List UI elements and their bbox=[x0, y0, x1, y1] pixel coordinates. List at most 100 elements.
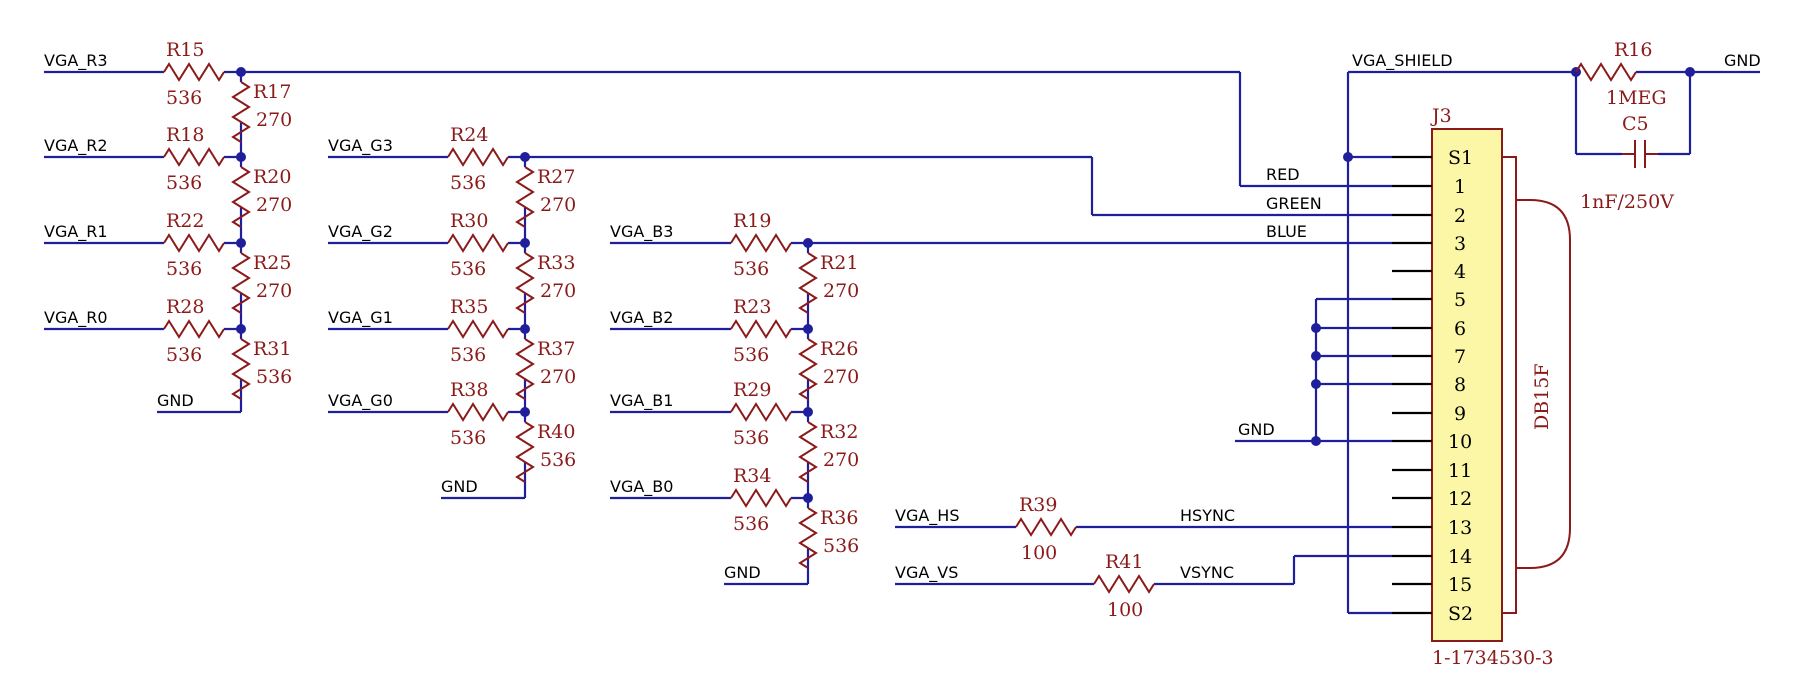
pin-label: 3 bbox=[1454, 233, 1466, 255]
value-r39: 100 bbox=[1021, 542, 1057, 564]
value-r22: 536 bbox=[166, 258, 202, 280]
value-r20: 270 bbox=[256, 194, 292, 216]
value-r31: 536 bbox=[256, 366, 292, 388]
connector-type-label: DB15F bbox=[1531, 363, 1553, 430]
net-label-gnd-blue: GND bbox=[724, 563, 761, 582]
ref-r29: R29 bbox=[733, 379, 771, 401]
pin-label: 4 bbox=[1454, 261, 1466, 283]
pin-label: 8 bbox=[1454, 374, 1466, 396]
pin-label: 15 bbox=[1448, 574, 1472, 596]
value-r27: 270 bbox=[540, 194, 576, 216]
ref-r34: R34 bbox=[733, 465, 771, 487]
value-r37: 270 bbox=[540, 366, 576, 388]
ref-r41: R41 bbox=[1105, 551, 1143, 573]
ref-r23: R23 bbox=[733, 296, 771, 318]
connector-part-number: 1-1734530-3 bbox=[1432, 647, 1554, 669]
ref-r26: R26 bbox=[820, 338, 858, 360]
value-r35: 536 bbox=[450, 344, 486, 366]
connector-j3 bbox=[1392, 128, 1571, 642]
net-label-vga-g0: VGA_G0 bbox=[328, 391, 393, 411]
junction-dots bbox=[236, 67, 1695, 503]
ref-r18: R18 bbox=[166, 124, 204, 146]
net-label-red: RED bbox=[1266, 165, 1300, 184]
value-c5: 1nF/250V bbox=[1580, 191, 1674, 213]
ref-r19: R19 bbox=[733, 210, 771, 232]
ref-r35: R35 bbox=[450, 296, 488, 318]
pin-label: 10 bbox=[1448, 431, 1472, 453]
ref-r28: R28 bbox=[166, 296, 204, 318]
ref-r32: R32 bbox=[820, 421, 858, 443]
ref-r20: R20 bbox=[253, 166, 291, 188]
net-label-gnd-red: GND bbox=[157, 391, 194, 410]
ref-r25: R25 bbox=[253, 252, 291, 274]
net-label-vsync: VSYNC bbox=[1180, 563, 1234, 582]
value-r16: 1MEG bbox=[1606, 87, 1667, 109]
pin-label: 2 bbox=[1454, 205, 1466, 227]
pin-label: 5 bbox=[1454, 289, 1466, 311]
pin-label: 1 bbox=[1454, 176, 1466, 198]
net-label-gnd-green: GND bbox=[441, 477, 478, 496]
ref-r37: R37 bbox=[537, 338, 575, 360]
value-r19: 536 bbox=[733, 258, 769, 280]
net-label-blue: BLUE bbox=[1266, 222, 1307, 241]
value-r28: 536 bbox=[166, 344, 202, 366]
wires bbox=[44, 70, 1760, 615]
net-label-vga-r2: VGA_R2 bbox=[44, 136, 108, 156]
ref-r21: R21 bbox=[820, 252, 858, 274]
value-r36: 536 bbox=[823, 535, 859, 557]
value-r23: 536 bbox=[733, 344, 769, 366]
pin-label: 11 bbox=[1448, 460, 1472, 482]
ref-r33: R33 bbox=[537, 252, 575, 274]
pin-label: S2 bbox=[1448, 603, 1473, 625]
ref-r22: R22 bbox=[166, 210, 204, 232]
value-r24: 536 bbox=[450, 172, 486, 194]
net-label-hsync: HSYNC bbox=[1180, 506, 1235, 525]
net-label-vga-r0: VGA_R0 bbox=[44, 308, 108, 328]
capacitor-c5 bbox=[1622, 140, 1658, 168]
pin-label: 13 bbox=[1448, 517, 1472, 539]
net-label-vga-shield: VGA_SHIELD bbox=[1352, 51, 1453, 71]
value-r41: 100 bbox=[1107, 599, 1143, 621]
net-label-vga-b0: VGA_B0 bbox=[610, 477, 673, 497]
net-label-vga-r1: VGA_R1 bbox=[44, 222, 108, 242]
ref-r17: R17 bbox=[253, 81, 291, 103]
value-r21: 270 bbox=[823, 280, 859, 302]
value-r30: 536 bbox=[450, 258, 486, 280]
value-r34: 536 bbox=[733, 513, 769, 535]
value-r18: 536 bbox=[166, 172, 202, 194]
ref-r16: R16 bbox=[1614, 39, 1652, 61]
ref-r36: R36 bbox=[820, 507, 858, 529]
value-r29: 536 bbox=[733, 427, 769, 449]
net-label-vga-b2: VGA_B2 bbox=[610, 308, 673, 328]
pin-label: 7 bbox=[1454, 346, 1466, 368]
net-label-gnd-connector: GND bbox=[1238, 420, 1275, 439]
ref-r15: R15 bbox=[166, 39, 204, 61]
ref-r30: R30 bbox=[450, 210, 488, 232]
net-label-vga-g3: VGA_G3 bbox=[328, 136, 393, 156]
component-labels: R15 536 R18 536 R22 536 R28 536 R17 270 … bbox=[166, 39, 1674, 669]
value-r40: 536 bbox=[540, 449, 576, 471]
pin-label: 14 bbox=[1448, 546, 1472, 568]
ref-j3: J3 bbox=[1430, 105, 1452, 127]
net-label-vga-b3: VGA_B3 bbox=[610, 222, 673, 242]
value-r33: 270 bbox=[540, 280, 576, 302]
pin-label: 9 bbox=[1454, 403, 1466, 425]
net-labels: VGA_R3 VGA_R2 VGA_R1 VGA_R0 GND VGA_G3 V… bbox=[44, 51, 1761, 583]
pin-label: 6 bbox=[1454, 318, 1466, 340]
value-r25: 270 bbox=[256, 280, 292, 302]
net-label-vga-b1: VGA_B1 bbox=[610, 391, 673, 411]
value-r15: 536 bbox=[166, 87, 202, 109]
net-label-vga-hs: VGA_HS bbox=[895, 506, 959, 526]
net-label-green: GREEN bbox=[1266, 194, 1322, 213]
pin-label: S1 bbox=[1448, 147, 1473, 169]
pin-label: 12 bbox=[1448, 488, 1472, 510]
value-r26: 270 bbox=[823, 366, 859, 388]
ref-r31: R31 bbox=[253, 338, 291, 360]
ref-r38: R38 bbox=[450, 379, 488, 401]
net-label-vga-vs: VGA_VS bbox=[895, 563, 958, 583]
ref-r24: R24 bbox=[450, 124, 488, 146]
ref-r40: R40 bbox=[537, 421, 575, 443]
net-label-vga-g1: VGA_G1 bbox=[328, 308, 393, 328]
value-r38: 536 bbox=[450, 427, 486, 449]
